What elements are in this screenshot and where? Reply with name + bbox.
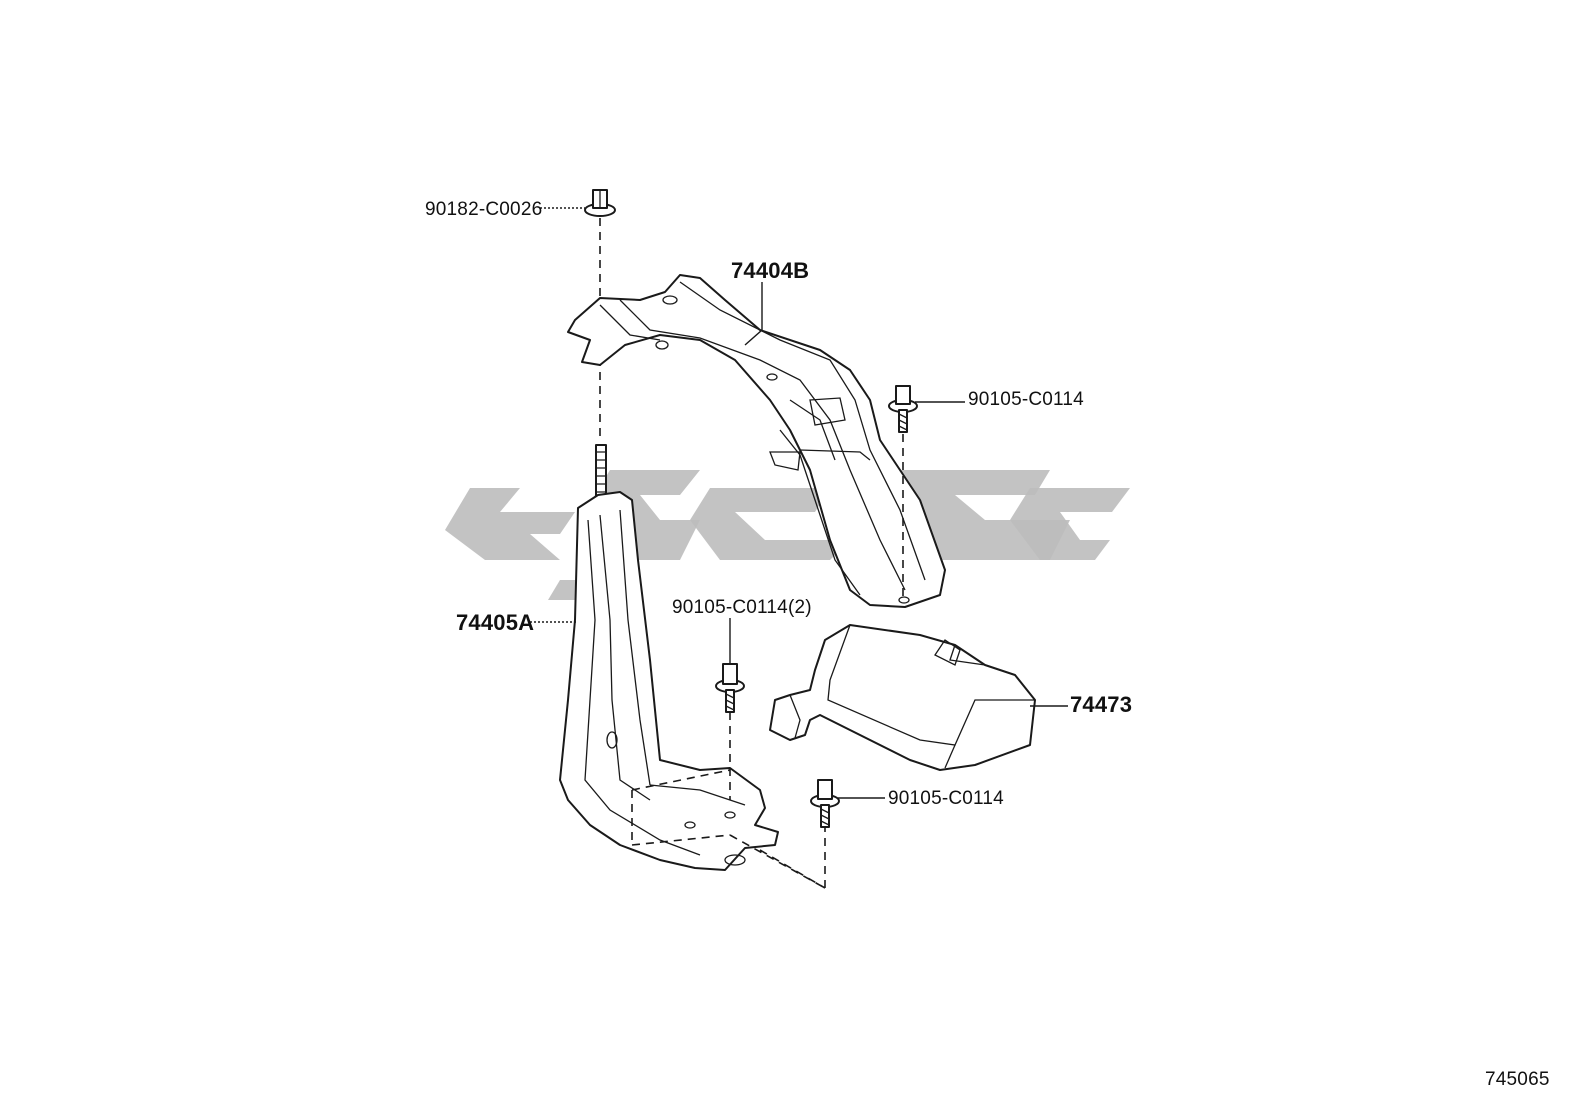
bolt-bottom-90105-c0114[interactable]	[810, 779, 840, 828]
cover-74473[interactable]	[769, 624, 1036, 771]
bracket-74404b[interactable]	[567, 274, 946, 608]
label-bolt-bottom: 90105-C0114	[888, 788, 1004, 809]
leader-lines	[530, 207, 1068, 799]
watermark-logo	[445, 470, 1130, 600]
label-cover: 74473	[1070, 692, 1132, 717]
bolt-right-90105-c0114[interactable]	[888, 385, 918, 433]
label-bracket-lower: 74405A	[456, 610, 534, 635]
bracket-74405a[interactable]	[559, 444, 779, 871]
bolt-center-90105-c0114[interactable]	[715, 663, 745, 713]
mount-guide-lines	[631, 712, 826, 889]
diagram-number: 745065	[1485, 1069, 1550, 1090]
label-bolt-right: 90105-C0114	[968, 389, 1084, 410]
label-bolt-center: 90105-C0114(2)	[672, 597, 812, 618]
label-bracket-upper: 74404B	[731, 258, 809, 283]
nut-90182-c0026[interactable]	[584, 189, 616, 217]
label-nut-top: 90182-C0026	[425, 199, 542, 220]
